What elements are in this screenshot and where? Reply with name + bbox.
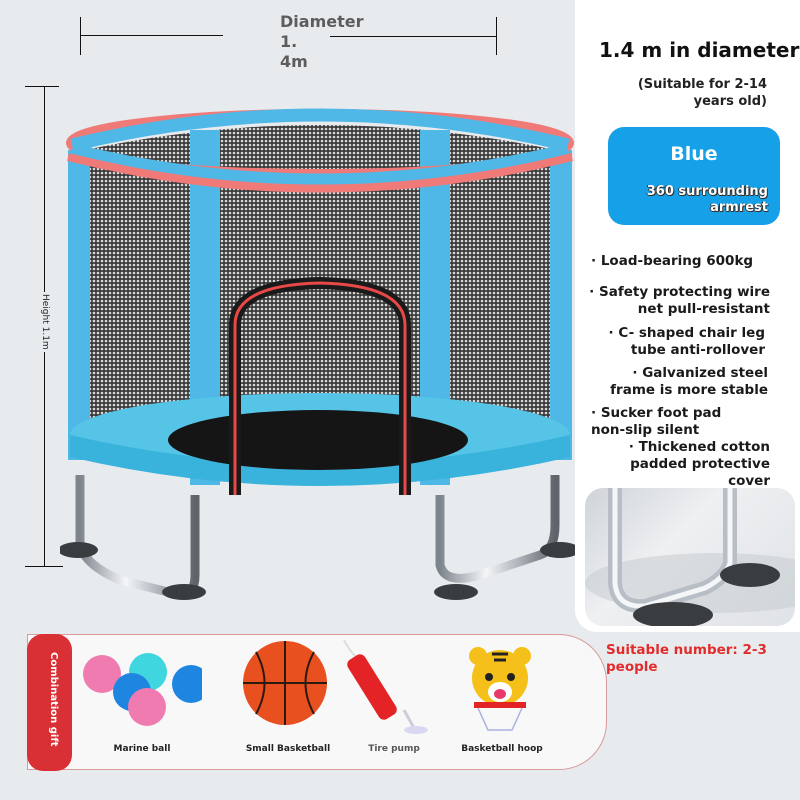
- height-top-tick: [25, 86, 59, 87]
- feature-line: cover: [728, 473, 770, 489]
- diameter-right-tick: [496, 17, 497, 55]
- color-option-desc: 360 surrounding armrest: [647, 184, 768, 216]
- leg-detail-photo: [585, 488, 795, 626]
- gift-item-small-basketball: Small Basketball: [228, 640, 348, 760]
- feature-galvanized-steel: · Galvanized steel frame is more stable: [610, 365, 768, 399]
- feature-line: tube anti-rollover: [630, 342, 765, 358]
- diameter-label-line2: 4m: [280, 52, 308, 71]
- feature-load-bearing: · Load-bearing 600kg: [591, 253, 753, 270]
- diameter-left-line: [80, 35, 223, 36]
- hand-pump-icon: [343, 639, 428, 734]
- gift-label: Basketball hoop: [461, 744, 543, 754]
- suitable-number-text: Suitable number: 2-3 people: [606, 642, 767, 675]
- color-option-blue[interactable]: Blue 360 surrounding armrest: [608, 127, 780, 225]
- combination-gift-tab: Combination gift: [27, 634, 72, 771]
- color-desc-line-2: armrest: [710, 200, 768, 215]
- feature-thickened-cover: · Thickened cotton padded protective cov…: [629, 439, 770, 490]
- gift-label: Marine ball: [113, 744, 171, 754]
- tiger-hoop-icon: [469, 647, 531, 731]
- gift-item-basketball-hoop: Basketball hoop: [442, 640, 562, 760]
- feature-line: · Thickened cotton: [628, 439, 770, 455]
- gift-item-tire-pump: Tire pump: [334, 639, 454, 760]
- gift-label: Tire pump: [368, 744, 420, 754]
- feature-line: · C- shaped chair leg: [608, 325, 765, 341]
- height-label: Height 1.1m: [40, 292, 50, 352]
- feature-line: · Safety protecting wire: [589, 284, 770, 300]
- feature-line: frame is more stable: [610, 382, 768, 398]
- gift-label: Small Basketball: [245, 744, 331, 754]
- gift-item-marine-ball: Marine ball: [82, 640, 210, 760]
- feature-line: · Galvanized steel: [632, 365, 768, 381]
- age-line-2: years old): [693, 94, 767, 109]
- diameter-right-line: [330, 36, 497, 37]
- feature-line: · Sucker foot pad: [591, 405, 722, 421]
- size-title: 1.4 m in diameter: [599, 38, 800, 62]
- diameter-label-line1: Diameter 1.: [280, 12, 364, 51]
- feature-line: net pull-resistant: [637, 301, 770, 317]
- feature-safety-net: · Safety protecting wire net pull-resist…: [589, 284, 770, 318]
- ball-pit-balls-icon: [83, 653, 210, 726]
- feature-c-shaped-leg: · C- shaped chair leg tube anti-rollover: [609, 325, 765, 359]
- product-info-panel: 1.4 m in diameter (Suitable for 2-14 yea…: [575, 0, 800, 632]
- color-desc-line-1: 360 surrounding: [646, 184, 768, 199]
- feature-line: · Load-bearing 600kg: [591, 253, 754, 269]
- leg-closeup-icon: [585, 488, 795, 626]
- color-option-name: Blue: [670, 143, 718, 165]
- feature-line: padded protective: [630, 456, 770, 472]
- combination-gift-label: Combination gift: [48, 652, 59, 747]
- feature-line: non-slip silent: [591, 422, 700, 438]
- diameter-label: Diameter 1. 4m: [280, 12, 370, 72]
- age-line-1: (Suitable for 2-14: [637, 77, 767, 92]
- age-range-note: (Suitable for 2-14 years old): [638, 76, 767, 110]
- basketball-icon: [243, 641, 327, 725]
- feature-sucker-foot: · Sucker foot pad non-slip silent: [591, 405, 721, 439]
- height-bottom-tick: [25, 566, 63, 567]
- trampoline-product-image: [60, 108, 580, 600]
- diameter-left-tick: [80, 17, 81, 55]
